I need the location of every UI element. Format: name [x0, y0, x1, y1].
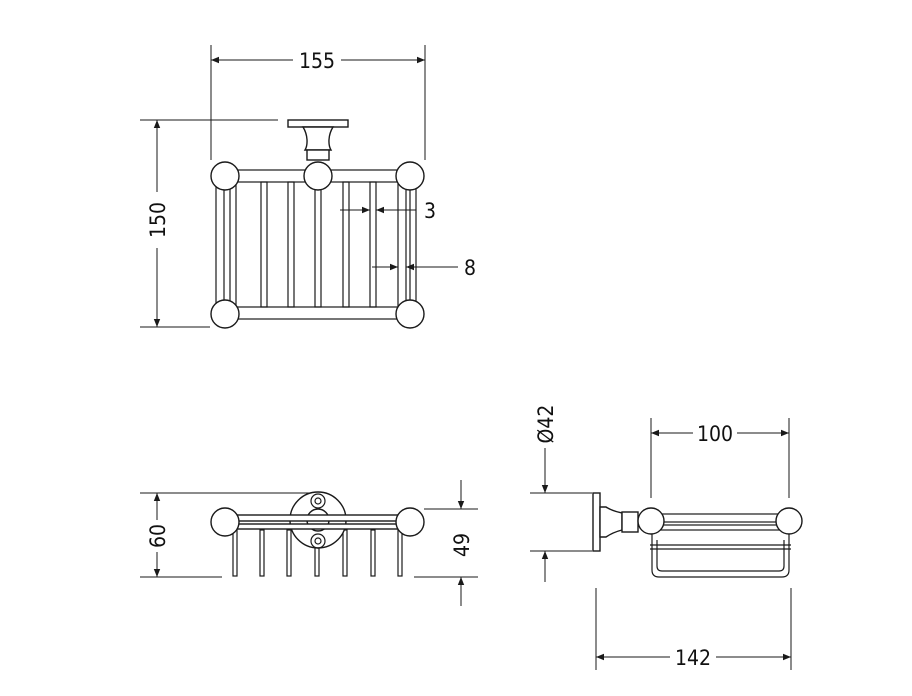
dim-side-width: 100 — [697, 422, 733, 446]
front-view: 60 49 — [140, 480, 478, 606]
dim-front-height: 60 — [146, 524, 170, 548]
dim-top-height: 150 — [146, 202, 170, 238]
side-wall-bracket — [592, 492, 639, 552]
ball-finials — [210, 161, 425, 329]
dim-side-depth: 142 — [675, 646, 711, 670]
side-view: Ø42 100 142 — [530, 405, 803, 670]
wall-bracket — [287, 119, 349, 161]
dim-front-inner-height: 49 — [450, 533, 474, 557]
side-basket — [637, 507, 803, 578]
basket-wires — [260, 181, 377, 308]
dim-wire-gap: 8 — [464, 256, 476, 280]
top-view: 155 150 — [140, 45, 476, 329]
dim-diameter: Ø42 — [534, 405, 558, 444]
basket-frame — [215, 169, 417, 320]
dim-top-width: 155 — [299, 49, 335, 73]
dim-wire-spacing: 3 — [424, 199, 436, 223]
